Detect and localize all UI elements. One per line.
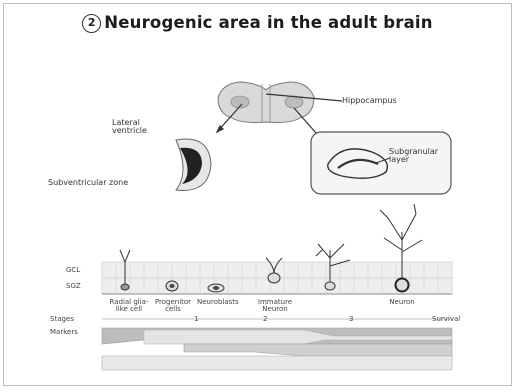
label-subgranular-layer: Subgranular layer [389, 148, 447, 165]
label-subventricular-zone: Subventricular zone [48, 179, 128, 187]
stage-number-1: 1 [194, 316, 198, 323]
cell-label-radial-glia: Radial glia-like cell [107, 299, 151, 314]
stage-number-3: 3 [349, 316, 353, 323]
layer-label-sgz: SGZ [66, 283, 81, 290]
stage-number-2: 2 [263, 316, 267, 323]
cell-label-neuron: Neuron [382, 299, 422, 306]
cell-label-progenitor: Progenitor cells [152, 299, 194, 314]
ventricle-zoom [176, 139, 211, 190]
neuroblast-cell [208, 284, 224, 292]
label-lateral-ventricle: Lateral ventricle [112, 119, 172, 136]
label-hippocampus: Hippocampus [342, 97, 397, 105]
markers-label: Markers [50, 329, 78, 336]
stages-label: Stages [50, 316, 74, 323]
brain-diagram [4, 4, 513, 387]
cell-label-neuroblasts: Neuroblasts [197, 299, 237, 306]
layer-label-gcl: GCL [66, 267, 80, 274]
progenitor-cell [166, 281, 178, 291]
marker-bands [102, 328, 452, 370]
brain-section [218, 82, 314, 123]
lineage-panel [102, 204, 452, 370]
cell-label-immature-neuron: Immature Neuron [252, 299, 298, 314]
stage-end-label: Survival [432, 316, 460, 323]
